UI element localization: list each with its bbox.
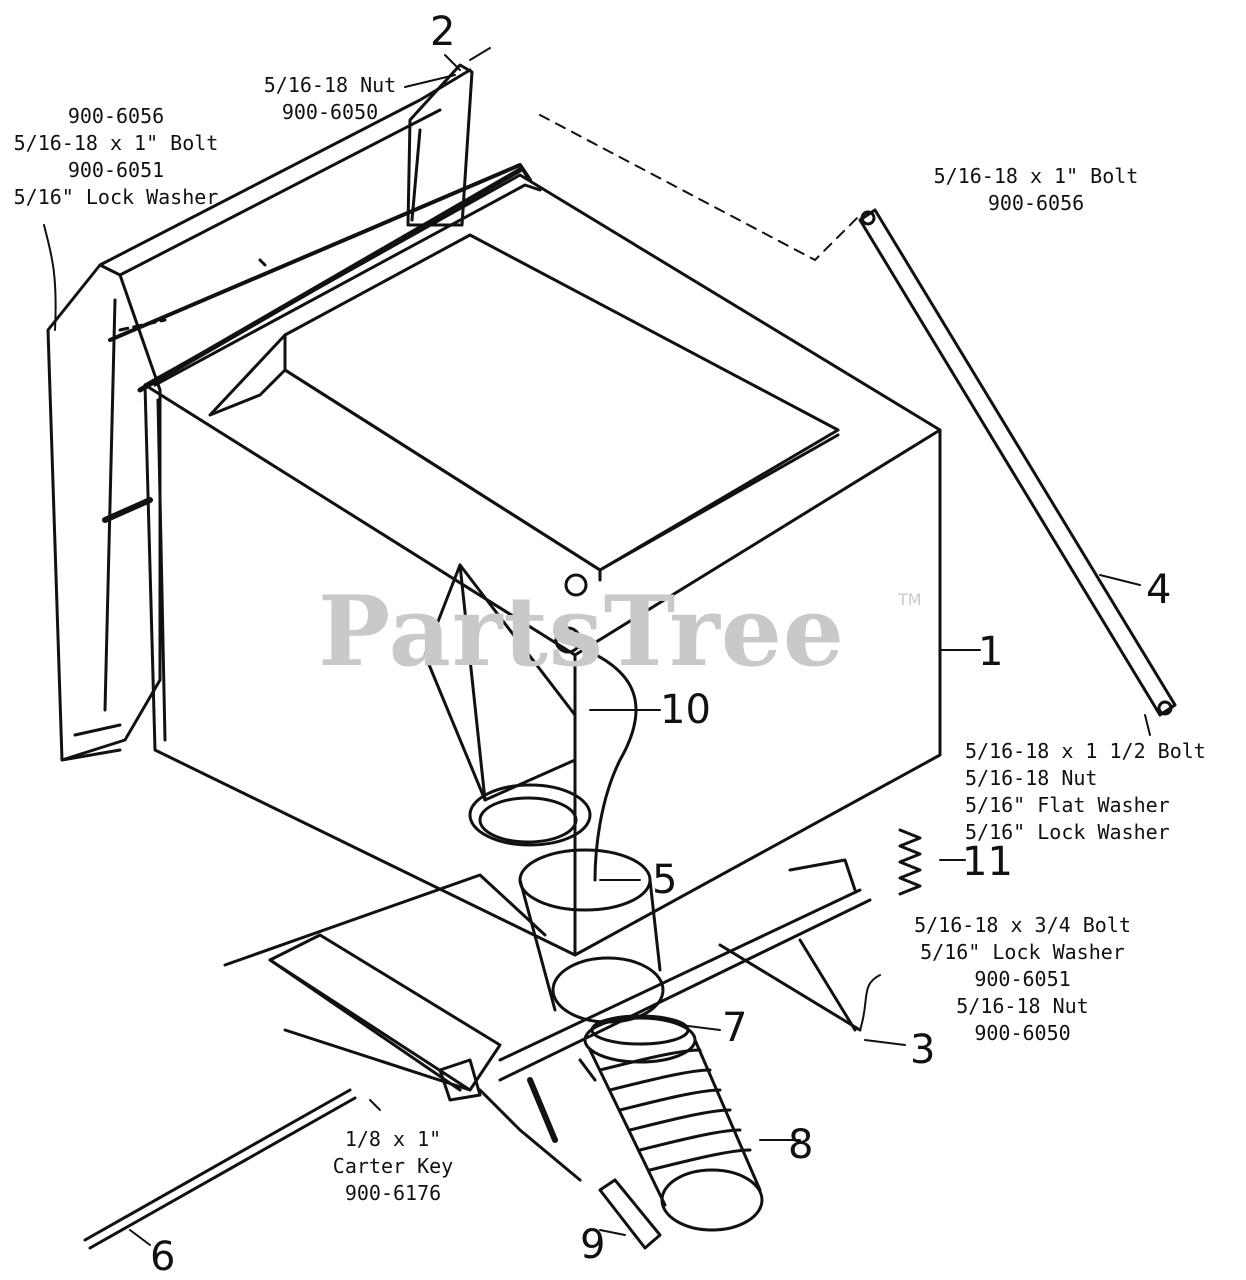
hose-clamp — [578, 1014, 690, 1082]
flex-hose — [583, 1016, 764, 1232]
spring — [898, 828, 922, 896]
callout-4: 4 — [1146, 567, 1172, 613]
label-bottom-left: 1/8 x 1" Carter Key 900-6176 — [332, 1127, 454, 1205]
callout-6: 6 — [150, 1234, 176, 1280]
label-top-left: 900-6056 5/16-18 x 1" Bolt 900-6051 5/16… — [13, 104, 219, 209]
callout-1: 1 — [978, 629, 1004, 675]
callout-9: 9 — [580, 1222, 606, 1268]
adapter-cylinder — [518, 848, 665, 1024]
callout-7: 7 — [722, 1005, 748, 1051]
rear-post — [406, 63, 474, 227]
leader-lines — [43, 47, 1151, 1246]
callout-2: 2 — [430, 9, 456, 55]
label-top-nut: 5/16-18 Nut 900-6050 — [263, 73, 397, 124]
callout-8: 8 — [788, 1122, 814, 1168]
handle — [598, 1178, 662, 1250]
rod — [83, 1088, 357, 1250]
label-right-low: 5/16-18 x 3/4 Bolt 5/16" Lock Washer 900… — [914, 913, 1131, 1045]
callout-5: 5 — [652, 857, 678, 903]
hopper-lid — [208, 233, 840, 582]
hopper-box — [108, 163, 942, 957]
support-arm — [858, 208, 1177, 717]
callout-3: 3 — [910, 1027, 936, 1073]
label-right-mid: 5/16-18 x 1 1/2 Bolt 5/16-18 Nut 5/16" F… — [965, 739, 1206, 844]
callout-11: 11 — [962, 839, 1013, 885]
inlet-chute — [423, 563, 592, 847]
watermark: PartsTree — [318, 575, 845, 688]
callout-10: 10 — [660, 687, 711, 733]
trademark-mark: TM — [898, 590, 922, 609]
label-top-right: 5/16-18 x 1" Bolt 900-6056 — [933, 164, 1139, 215]
base-frame — [223, 258, 872, 1182]
cable — [554, 573, 638, 882]
